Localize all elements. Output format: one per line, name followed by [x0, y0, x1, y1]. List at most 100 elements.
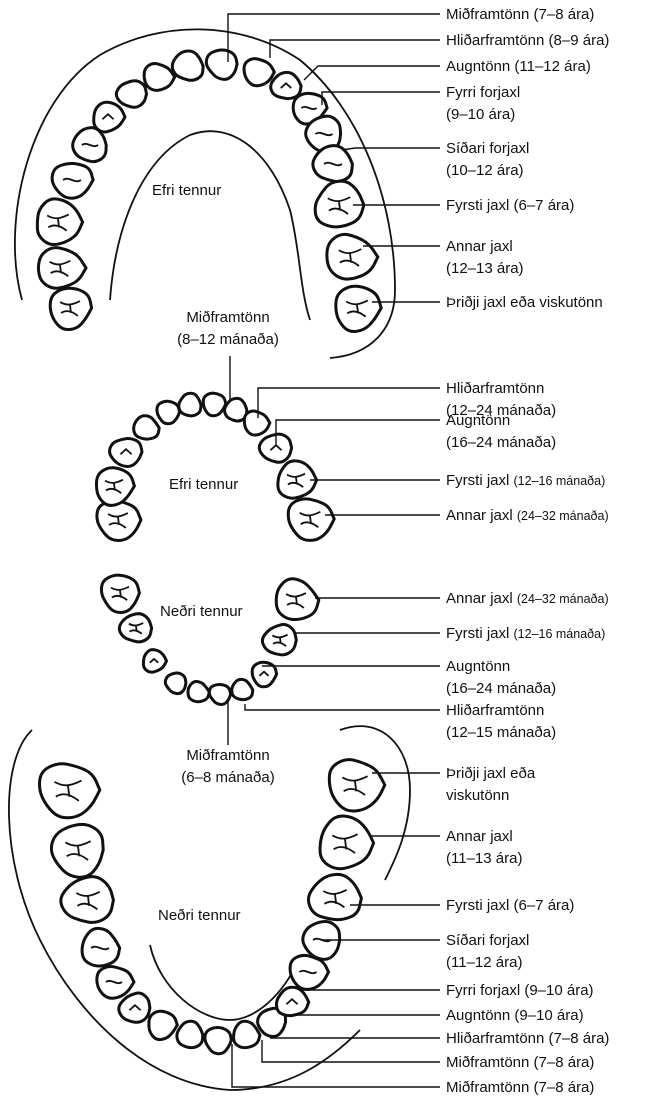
- child-upper-tooth: [286, 497, 336, 542]
- adult-upper-tooth-label: Hliðarframtönn (8–9 ára): [446, 32, 609, 49]
- child-lower-tooth-label: Hliðarframtönn(12–15 mánaða): [446, 702, 556, 741]
- adult-upper-tooth-label-line: (12–13 ára): [446, 260, 524, 277]
- adult-lower-tooth-label-line: Augntönn (9–10 ára): [446, 1007, 584, 1024]
- adult-lower-tooth: [117, 991, 152, 1024]
- child-upper-central-label-line: (8–12 mánaða): [177, 331, 279, 348]
- adult-upper-gum-outline: [109, 130, 311, 321]
- child-upper-tooth: [132, 414, 161, 441]
- child-lower-tooth: [250, 660, 279, 689]
- tooth-outline: [186, 679, 212, 704]
- child-lower-tooth: [207, 682, 233, 706]
- tooth-outline: [232, 1019, 262, 1050]
- adult-upper-tooth-label: Fyrsti jaxl (6–7 ára): [446, 197, 574, 214]
- adult-upper-tooth-label-line: Annar jaxl: [446, 238, 513, 255]
- adult-lower-tooth: [175, 1019, 205, 1050]
- adult-lower-leader-line: [261, 1040, 440, 1063]
- tooth-outline: [204, 48, 239, 81]
- tooth-outline: [203, 1025, 233, 1056]
- adult-upper-tooth: [48, 286, 94, 332]
- adult-lower-tooth: [203, 1025, 233, 1056]
- adult-upper-gum-outline: [14, 28, 396, 359]
- adult-upper-tooth: [50, 161, 95, 200]
- adult-lower-tooth: [80, 926, 122, 968]
- tooth-outline: [38, 762, 102, 820]
- adult-upper-tooth-label-line: Miðframtönn (7–8 ára): [446, 6, 594, 23]
- adult-lower-tooth: [95, 965, 136, 1000]
- adult-lower-tooth: [327, 758, 387, 813]
- adult-upper-tooth-label: Síðari forjaxl (10–12 ára): [446, 140, 529, 179]
- child-upper-tooth: [201, 391, 228, 418]
- adult-upper-tooth-label-line: Fyrsti jaxl (6–7 ára): [446, 197, 574, 214]
- adult-lower-leader-line: [231, 1044, 440, 1088]
- tooth-outline: [230, 677, 255, 702]
- tooth-outline: [108, 436, 144, 468]
- adult-lower-tooth-label: Fyrri forjaxl (9–10 ára): [446, 982, 594, 999]
- tooth-outline: [325, 232, 380, 281]
- adult-lower-tooth: [147, 1009, 179, 1042]
- adult-upper-tooth-label-line: (9–10 ára): [446, 106, 515, 123]
- child-upper-tooth: [177, 391, 203, 418]
- tooth-outline: [163, 671, 188, 696]
- tooth-outline: [35, 197, 85, 247]
- tooth-outline: [242, 409, 272, 437]
- adult-lower-tooth: [288, 953, 331, 991]
- adult-lower-gum-outline: [339, 725, 411, 881]
- adult-lower-tooth: [318, 814, 376, 871]
- adult-upper-tooth: [311, 144, 354, 183]
- adult-lower-tooth-label-line: Miðframtönn (7–8 ára): [446, 1079, 594, 1096]
- child-upper-tooth-label-line: (12–24 mánaða): [446, 402, 556, 419]
- adult-lower-tooth-label-line: Miðframtönn (7–8 ára): [446, 1054, 594, 1071]
- adult-lower-tooth-label: Fyrsti jaxl (6–7 ára): [446, 897, 574, 914]
- adult-upper-tooth-label-line: (10–12 ára): [446, 162, 524, 179]
- adult-upper-tooth: [242, 57, 277, 88]
- child-upper-tooth: [242, 409, 272, 437]
- child-lower-central-label: Miðframtönn(6–8 mánaða): [181, 747, 274, 786]
- adult-upper-tooth-label: Fyrri forjaxl (9–10 ára): [446, 84, 520, 123]
- tooth-outline: [142, 62, 177, 92]
- child-upper-tooth: [155, 399, 182, 426]
- adult-lower-tooth: [301, 919, 342, 961]
- child-upper-tooth-label-line: Hliðarframtönn: [446, 380, 544, 397]
- adult-lower-tooth-label: Miðframtönn (7–8 ára): [446, 1054, 594, 1071]
- adult-upper-tooth-label: Augntönn (11–12 ára): [446, 58, 591, 75]
- tooth-outline: [274, 985, 311, 1018]
- child-lower-tooth: [141, 648, 169, 674]
- tooth-outline: [269, 70, 303, 101]
- adult-lower-tooth: [232, 1019, 262, 1050]
- child-upper-tooth: [94, 466, 137, 507]
- adult-upper-center-label: Efri tennur: [152, 182, 221, 199]
- adult-lower-tooth-label-line: Þriðji jaxl eða: [446, 765, 536, 782]
- adult-lower-tooth: [274, 985, 311, 1018]
- child-upper-tooth-label: Augntönn(16–24 mánaða): [446, 412, 556, 451]
- adult-lower-tooth-label: Hliðarframtönn (7–8 ára): [446, 1030, 609, 1047]
- adult-upper-tooth-label-line: Síðari forjaxl: [446, 140, 529, 157]
- adult-lower-tooth-label-line: (11–13 ára): [446, 850, 522, 867]
- adult-upper-tooth-label-line: Fyrri forjaxl: [446, 84, 520, 101]
- adult-upper-leader-line: [227, 13, 440, 62]
- adult-lower-gum-outline: [8, 729, 361, 1091]
- adult-lower-tooth-label: Síðari forjaxl(11–12 ára): [446, 932, 529, 971]
- child-lower-central-label-line: (6–8 mánaða): [181, 769, 274, 786]
- child-upper-tooth-label-months: (12–16 mánaða): [514, 474, 606, 488]
- child-upper-tooth-label: Fyrsti jaxl (12–16 mánaða): [446, 472, 605, 489]
- child-upper-tooth: [95, 499, 143, 543]
- tooth-outline: [276, 459, 319, 500]
- adult-lower-tooth-label-line: Fyrri forjaxl (9–10 ára): [446, 982, 594, 999]
- adult-lower-tooth: [306, 872, 363, 922]
- child-upper-leader-line: [257, 387, 440, 418]
- child-upper-tooth: [108, 436, 144, 468]
- tooth-outline: [147, 1009, 179, 1042]
- child-lower-tooth-label: Augntönn(16–24 mánaða): [446, 658, 556, 697]
- adult-upper-tooth-label: Miðframtönn (7–8 ára): [446, 6, 594, 23]
- child-lower-center-label: Neðri tennur: [160, 603, 243, 620]
- adult-lower-tooth-label-line: (11–12 ára): [446, 954, 522, 971]
- tooth-outline: [36, 246, 88, 290]
- tooth-outline: [92, 100, 127, 134]
- adult-upper-tooth-label-line: Augntönn (11–12 ára): [446, 58, 591, 75]
- child-lower-tooth: [274, 577, 321, 622]
- child-lower-tooth: [99, 573, 141, 615]
- adult-upper-leader-line: [269, 39, 440, 58]
- adult-upper-tooth-label-line: Hliðarframtönn (8–9 ára): [446, 32, 609, 49]
